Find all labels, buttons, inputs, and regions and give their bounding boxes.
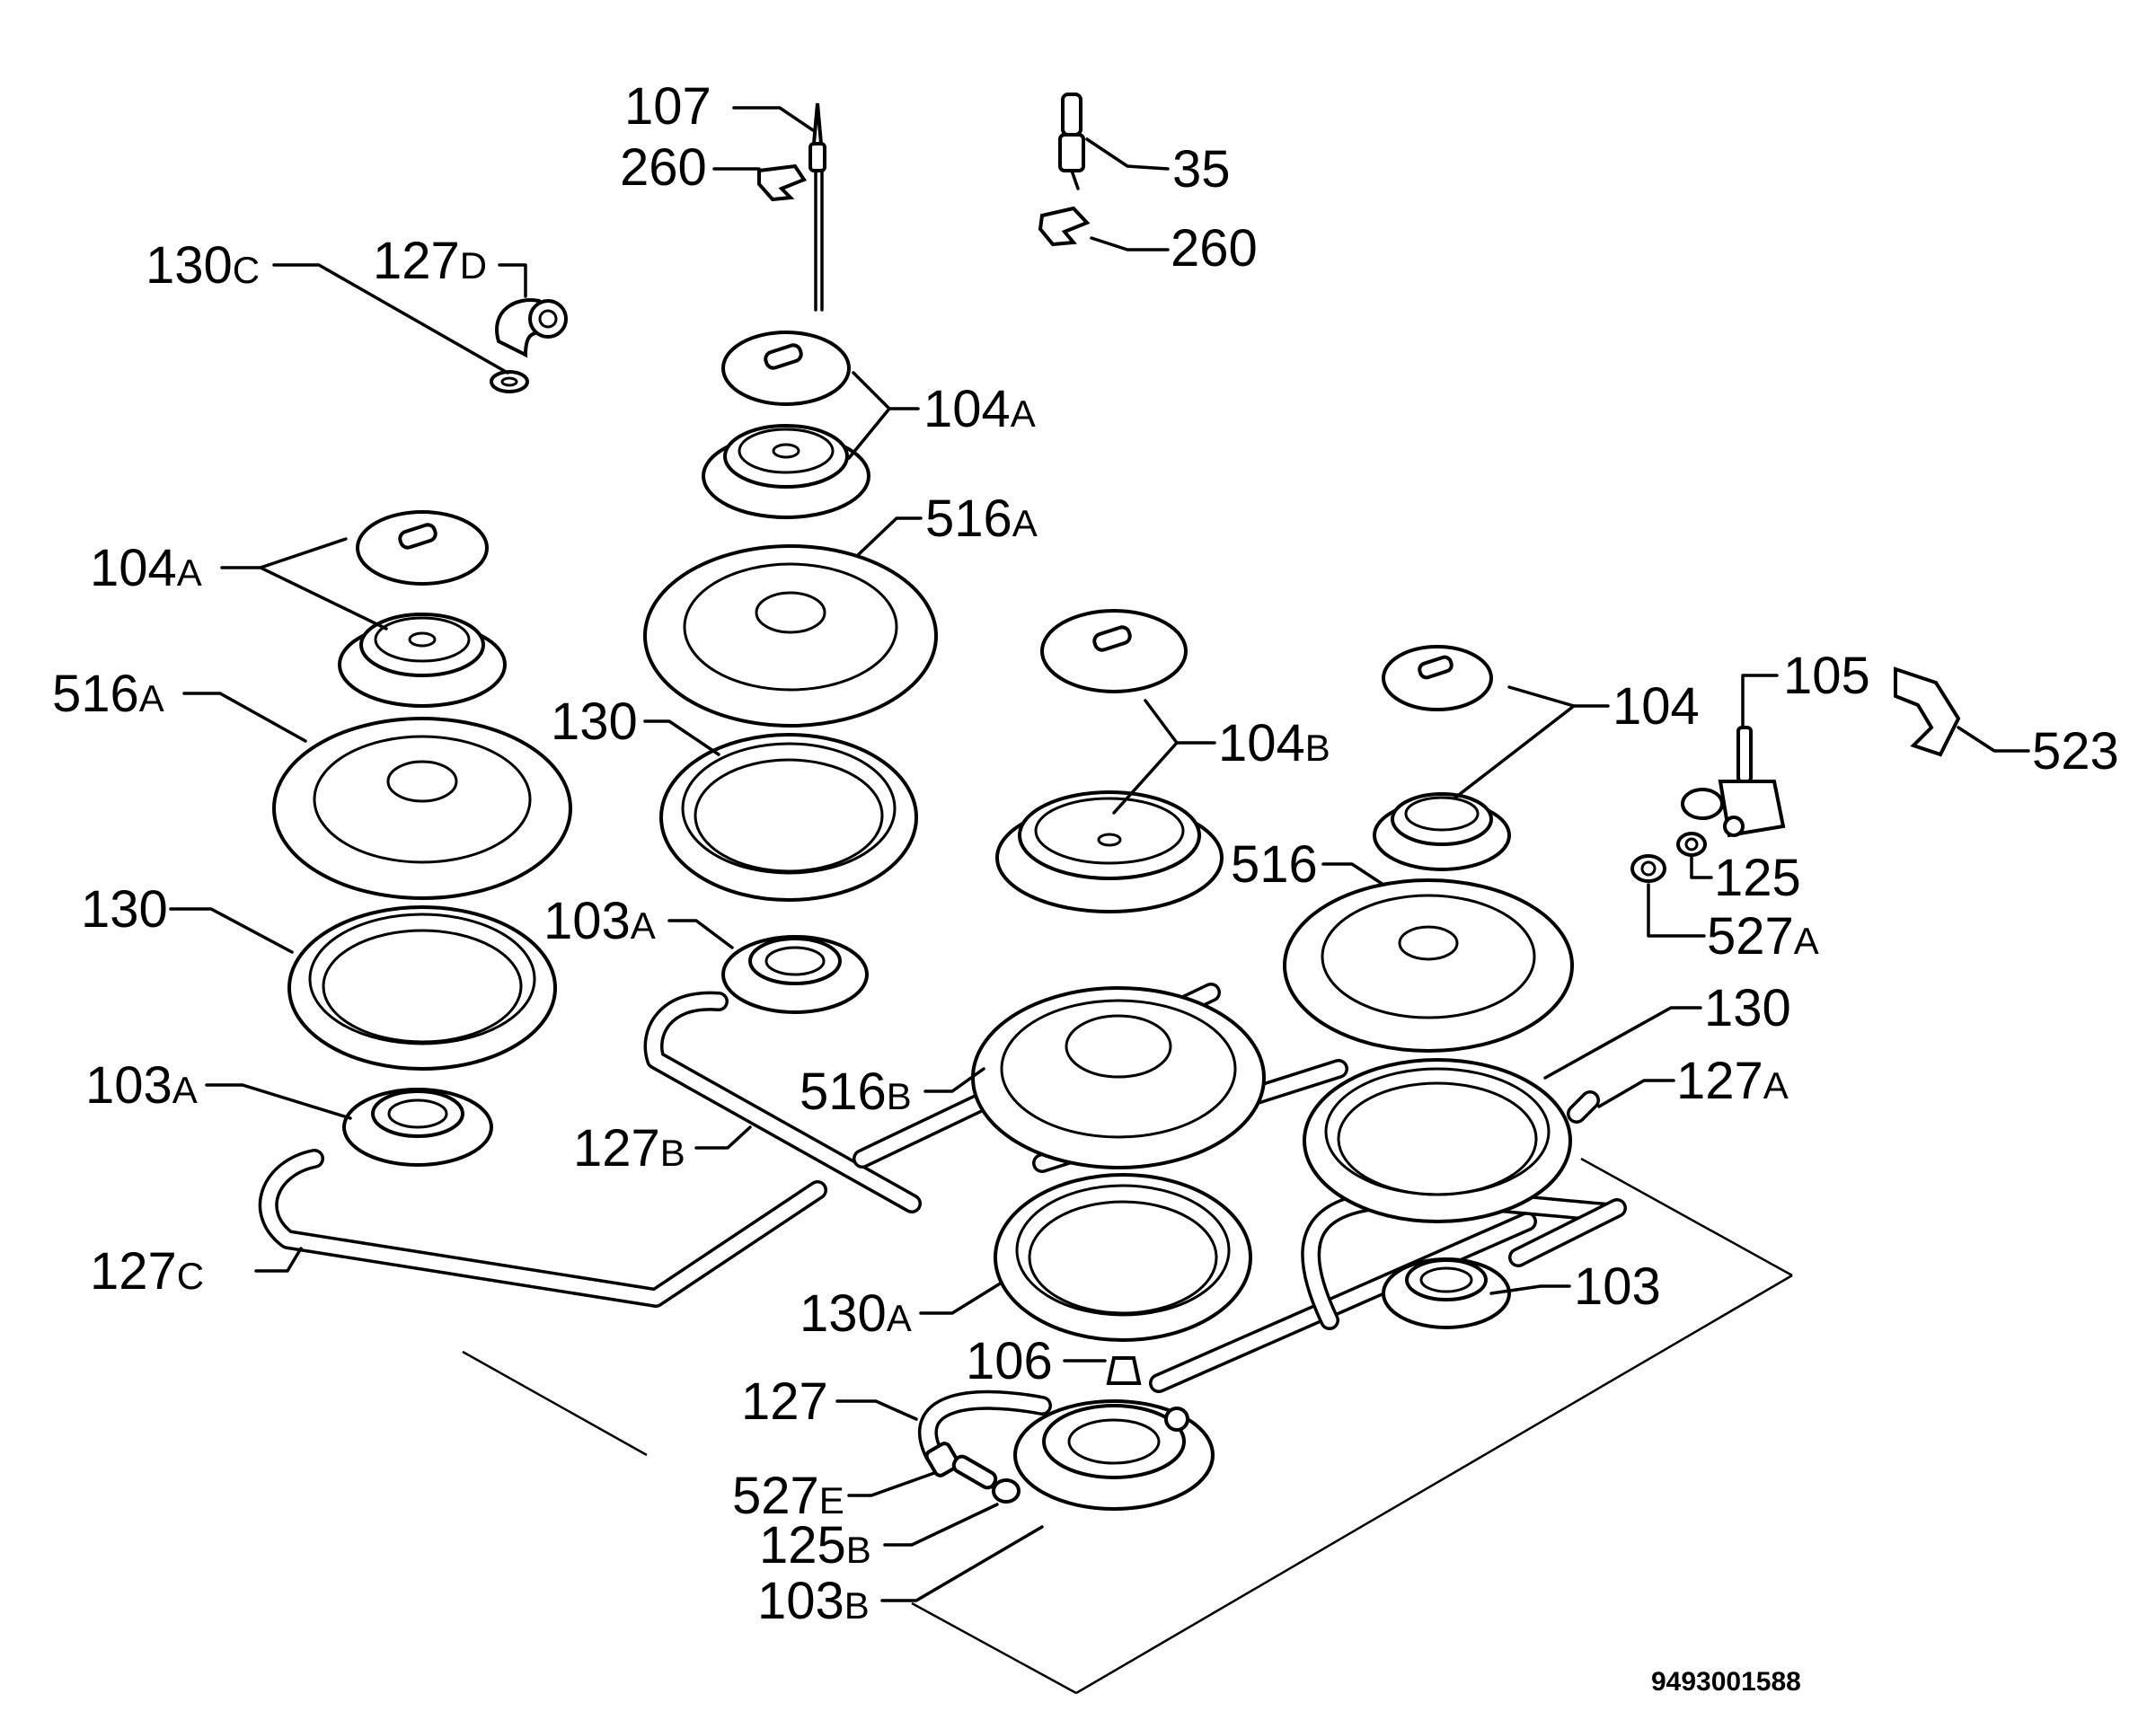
callout-260-a: 260 [620, 138, 707, 197]
callout-130-mid: 130 [551, 692, 638, 751]
trim-ring-130-mid [659, 733, 918, 902]
burner-crown-104a-left [338, 613, 507, 708]
callout-104: 104 [1613, 677, 1700, 736]
hob-frame [462, 1157, 1793, 1695]
callout-35: 35 [1172, 140, 1231, 198]
spill-plate-516a-left [272, 717, 572, 900]
callout-516a-mid: 516A [925, 490, 1038, 548]
spill-plate-516 [1283, 878, 1574, 1053]
callout-labels: 107 260 35 260 130C 127D 104A 516A 104A … [52, 77, 2119, 1630]
callout-103a-mid: 103A [543, 892, 656, 950]
washer-130c [490, 370, 529, 393]
burner-cap-104 [1382, 645, 1493, 711]
burner-base-103a-left [342, 1088, 493, 1167]
clip-260-top [757, 163, 808, 202]
trim-ring-130a [994, 1173, 1252, 1342]
igniter-35 [1058, 93, 1085, 190]
burner-crown-104a-top [702, 424, 870, 519]
nut-527a [1630, 854, 1666, 883]
burner-crown-104 [1373, 792, 1511, 871]
thermocouple-107 [808, 102, 826, 312]
callout-516: 516 [1231, 835, 1318, 894]
document-code: 9493001588 [1651, 1667, 1801, 1697]
callout-104a-top: 104A [923, 380, 1036, 438]
callout-106: 106 [966, 1332, 1053, 1390]
callout-127c: 127C [90, 1242, 204, 1301]
callout-127a: 127A [1676, 1052, 1789, 1110]
callout-527e: 527E [732, 1467, 844, 1525]
callout-130-left: 130 [81, 880, 168, 939]
burner-base-103a-mid [721, 935, 869, 1014]
callout-527a: 527A [1707, 907, 1819, 966]
burner-cap-104a-top [721, 331, 851, 406]
callout-105: 105 [1783, 647, 1870, 705]
fitting-527e [924, 1442, 998, 1490]
callout-103a-left: 103A [85, 1056, 198, 1115]
callout-127b: 127B [573, 1119, 685, 1178]
gas-tube-127 [918, 1212, 1537, 1465]
callout-130a: 130A [800, 1284, 912, 1343]
burner-crown-104b [995, 790, 1224, 913]
callout-260-b: 260 [1171, 219, 1258, 278]
gas-tube-127c [258, 1149, 827, 1308]
burner-cap-104b [1040, 609, 1188, 693]
callout-523: 523 [2032, 722, 2119, 781]
callout-103b: 103B [757, 1572, 870, 1630]
callout-127: 127 [741, 1372, 828, 1431]
burner-base-103 [1382, 1257, 1511, 1329]
spill-plate-516b [971, 986, 1266, 1169]
nut-125b [992, 1478, 1021, 1504]
burner-base-103b [1013, 1399, 1215, 1511]
nut-125 [1676, 832, 1707, 857]
elbow-127d [495, 298, 568, 358]
callout-125b: 125B [759, 1516, 871, 1574]
spill-plate-516a-mid [643, 544, 938, 728]
trim-ring-130-left [287, 905, 557, 1071]
callout-104b: 104B [1218, 714, 1330, 772]
callout-130-right: 130 [1704, 979, 1791, 1037]
callout-104a-left: 104A [90, 539, 202, 597]
burner-cap-104a-left [356, 510, 489, 586]
callout-125: 125 [1714, 849, 1801, 907]
gas-tube-127b [643, 991, 922, 1213]
callout-130c: 130C [146, 236, 260, 295]
bracket-523 [1894, 666, 1961, 757]
callout-516a-left: 516A [52, 665, 164, 723]
callout-107: 107 [624, 77, 711, 136]
valve-105 [1681, 726, 1786, 838]
trim-ring-130-right [1303, 1058, 1572, 1223]
callout-103: 103 [1574, 1257, 1661, 1316]
injector-106 [1106, 1356, 1142, 1385]
callout-127d: 127D [373, 232, 487, 290]
leader-lines [169, 106, 2030, 1602]
callout-516b: 516B [800, 1063, 912, 1121]
clip-260-right [1038, 206, 1091, 247]
